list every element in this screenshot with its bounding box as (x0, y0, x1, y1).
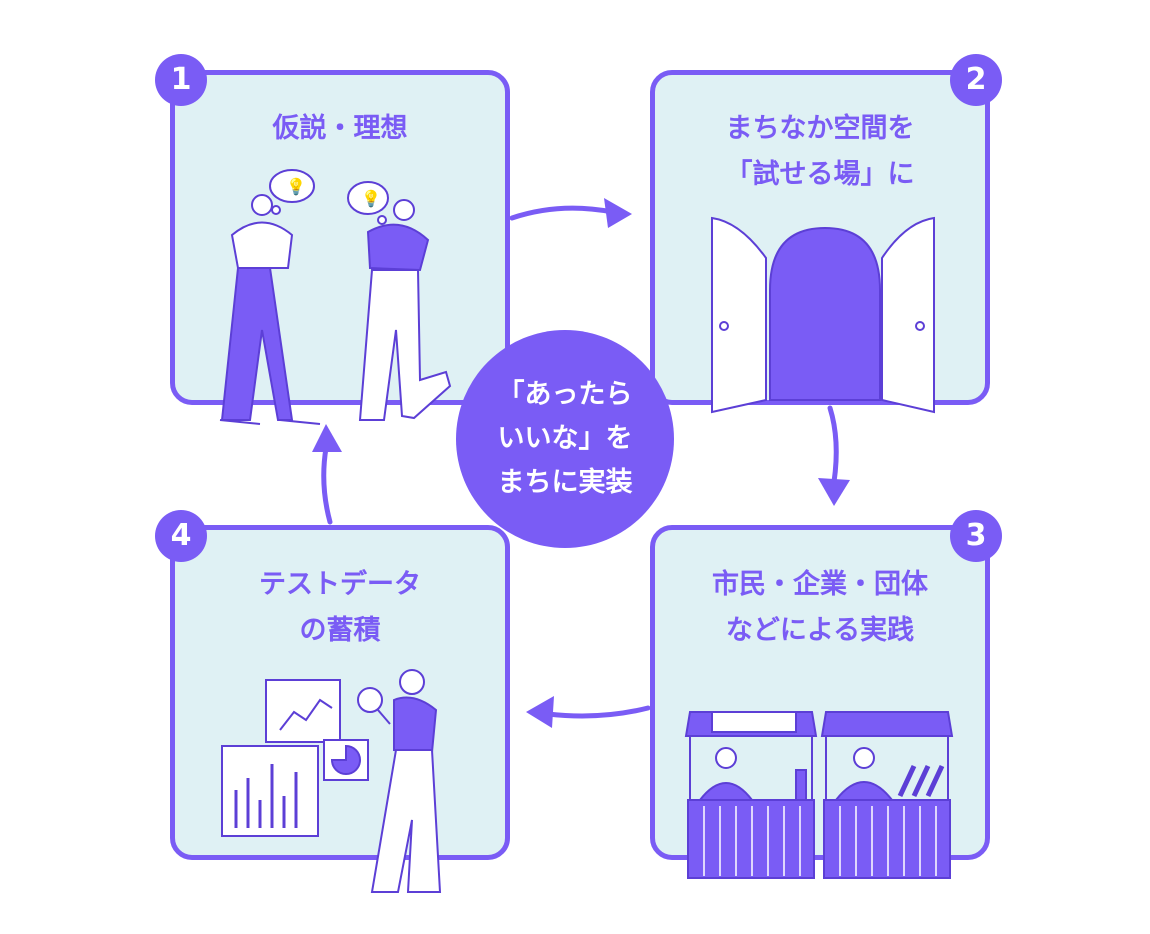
step-4-title-line-1: テストデータ (259, 569, 421, 600)
step-1-title: 仮説・理想 (170, 106, 510, 152)
open-door-illustration (711, 216, 935, 414)
center-line-1: 「あったら (497, 379, 633, 410)
arrowhead-4-to-1 (312, 424, 342, 452)
arrow-4-to-1 (321, 445, 333, 525)
arrow-3-to-4 (545, 705, 651, 719)
step-4-title-line-2: の蓄積 (299, 615, 381, 646)
arrowhead-2-to-3 (818, 478, 850, 506)
step-3-title: 市民・企業・団体 などによる実践 (650, 562, 990, 654)
arrow-1-to-2 (509, 205, 615, 221)
step-2-number-badge: 2 (950, 54, 1002, 106)
data-analysis-illustration (221, 669, 442, 893)
step-1-title-line: 仮説・理想 (272, 113, 408, 144)
step-2-title-line-1: まちなか空間を (725, 113, 915, 144)
svg-text:💡: 💡 (361, 189, 381, 208)
market-stalls-illustration (684, 711, 954, 879)
step-4-number-badge: 4 (155, 510, 207, 562)
people-thinking-illustration: 💡 💡 (219, 169, 452, 425)
arrow-2-to-3 (827, 405, 839, 485)
step-1-card (170, 70, 510, 405)
svg-text:💡: 💡 (286, 177, 306, 196)
center-line-3: まちに実装 (497, 467, 633, 498)
step-3-title-line-2: などによる実践 (725, 615, 915, 646)
arrowhead-1-to-2 (604, 198, 632, 228)
step-4-title: テストデータ の蓄積 (170, 562, 510, 654)
center-line-2: いいな」を (497, 423, 633, 454)
step-3-title-line-1: 市民・企業・団体 (712, 569, 928, 600)
center-goal-circle: 「あったら いいな」を まちに実装 (456, 330, 674, 548)
step-2-title-line-2: 「試せる場」に (725, 159, 915, 190)
step-1-number-badge: 1 (155, 54, 207, 106)
step-3-number-badge: 3 (950, 510, 1002, 562)
arrowhead-3-to-4 (526, 696, 554, 728)
step-2-title: まちなか空間を 「試せる場」に (650, 106, 990, 198)
